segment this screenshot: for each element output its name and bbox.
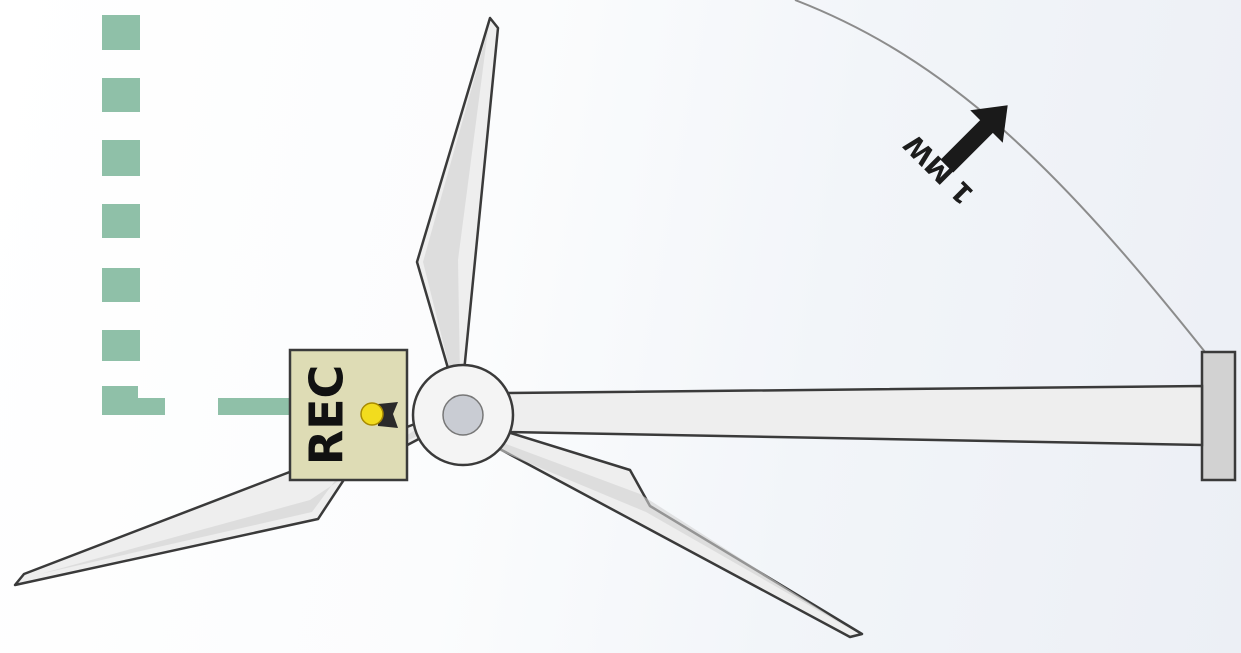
recorder-box: REC <box>290 350 407 480</box>
dash-segment <box>102 330 140 361</box>
turbine-blade-top <box>417 18 498 382</box>
turbine-hub <box>413 365 513 465</box>
dash-segment <box>102 204 140 238</box>
dash-segment <box>102 78 140 112</box>
dash-segment <box>218 398 290 415</box>
recorder-label: REC <box>300 365 354 466</box>
dash-segment <box>102 15 140 50</box>
tail-boom <box>508 386 1202 445</box>
dash-corner <box>102 386 165 415</box>
tail-plate <box>1202 352 1235 480</box>
indicator-light-icon <box>361 402 398 428</box>
dashed-signal-line <box>102 15 290 415</box>
turbine-blade-right <box>483 426 862 637</box>
dash-segment <box>102 140 140 176</box>
power-curve <box>795 0 1205 352</box>
dash-segment <box>102 268 140 302</box>
